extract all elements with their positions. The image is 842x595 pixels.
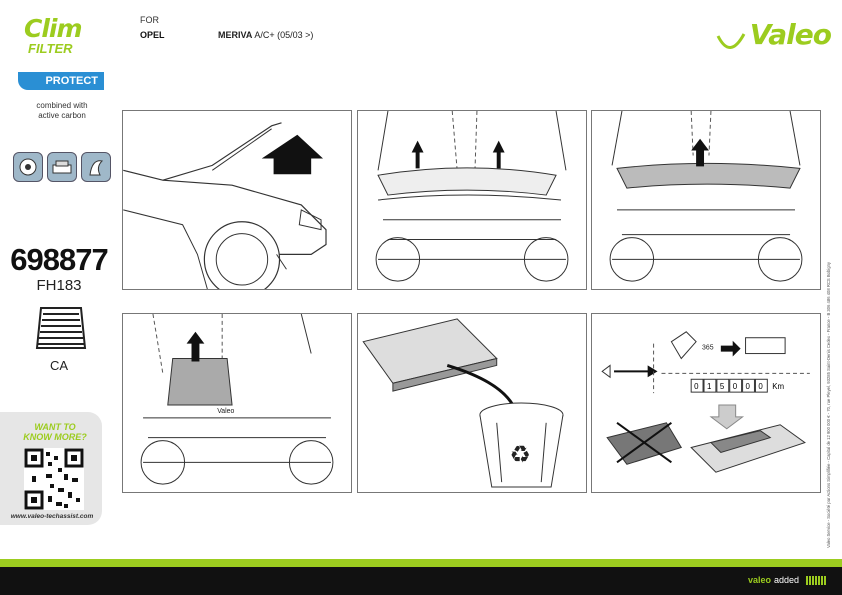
clim-word: Clim: [24, 14, 83, 43]
valeo-added-logo: valeo added: [748, 575, 826, 585]
type-code: CA: [49, 358, 69, 373]
odometer-digit: 1: [707, 382, 712, 391]
more-info-line1: WANT TO: [34, 422, 76, 432]
protect-badge: PROTECT: [18, 72, 104, 90]
carbon-note-line1: combined with: [36, 101, 88, 110]
carbon-note: combined with active carbon: [12, 101, 112, 121]
step-3-illustration: [609, 111, 803, 282]
step-6-panel: 365 0 1 5 0 0 0 Km: [591, 313, 821, 493]
odometer-digit: 0: [733, 382, 738, 391]
valeo-swoosh-icon: [716, 33, 746, 49]
valeo-logo-text: Valeo: [749, 18, 832, 51]
filter-brand-label: Valeo: [217, 408, 234, 415]
carbon-note-line2: active carbon: [38, 111, 86, 120]
vehicle-model: MERIVA A/C+ (05/03 >): [218, 30, 313, 40]
odometer-digit: 5: [720, 382, 725, 391]
virus-icon: [13, 152, 43, 182]
step-4-panel: Valeo: [122, 313, 352, 493]
reference-code: FH183: [36, 277, 82, 294]
footer-brand: valeo: [747, 575, 771, 585]
step-1-illustration: [123, 122, 327, 289]
valeo-logo: Valeo: [706, 10, 832, 60]
qr-code[interactable]: [24, 448, 84, 510]
step-5-illustration: ♻: [362, 318, 564, 488]
vehicle-model-detail: A/C+ (05/03 >): [254, 30, 314, 40]
odometer-digit: 0: [758, 382, 763, 391]
odometer: 0 1 5 0 0 0 Km: [690, 378, 785, 393]
cabin-filter-icon: [35, 304, 87, 354]
step-4-illustration: Valeo: [140, 314, 334, 485]
climfilter-logo: Clim FILTER PROTECT: [18, 14, 108, 94]
vehicle-model-name: MERIVA: [218, 30, 253, 40]
more-info-line2: KNOW MORE?: [23, 432, 87, 442]
step-6-illustration: 365 0 1 5 0 0 0 Km: [601, 331, 810, 473]
filter-word: FILTER: [28, 41, 73, 56]
more-info-box[interactable]: WANT TO KNOW MORE? www.valeo-techassist.…: [0, 412, 102, 525]
calendar-reading: 365: [702, 345, 714, 352]
green-stripe: [0, 559, 842, 567]
part-number: 698877: [10, 242, 108, 277]
step-2-panel: [357, 110, 587, 290]
odometer-digit: 0: [694, 382, 699, 391]
footer-word: added: [773, 575, 799, 585]
step-3-panel: [591, 110, 821, 290]
footer-bar: valeo added: [0, 567, 842, 595]
step-2-illustration: [375, 111, 569, 282]
recycle-icon: ♻: [510, 440, 531, 468]
more-info-url[interactable]: www.valeo-techassist.com: [10, 513, 94, 520]
step-5-panel: ♻: [357, 313, 587, 493]
more-info-heading: WANT TO KNOW MORE?: [20, 422, 90, 442]
barcode-icon: [806, 575, 826, 585]
svg-text:♻: ♻: [510, 440, 531, 468]
allergy-icon: [81, 152, 111, 182]
odometer-digit: 0: [746, 382, 751, 391]
vehicle-make: OPEL: [140, 30, 165, 40]
feature-icons: [12, 152, 112, 184]
odometer-unit: Km: [772, 382, 784, 391]
legal-text: Valeo Service - Société par Actions Simp…: [826, 262, 831, 548]
for-label: FOR: [140, 15, 159, 25]
car-pollution-icon: [47, 152, 77, 182]
step-1-panel: [122, 110, 352, 290]
